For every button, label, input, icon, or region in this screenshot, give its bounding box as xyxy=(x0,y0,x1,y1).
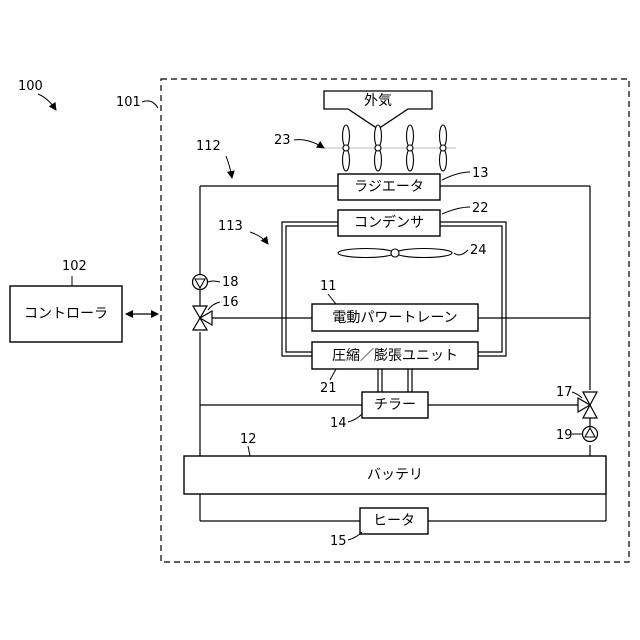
ref-battery: 12 xyxy=(240,432,257,447)
pump-right xyxy=(583,418,598,442)
ref-refrigerant-circuit: 113 xyxy=(218,219,243,234)
powertrain-label: 電動パワートレーン xyxy=(332,310,457,326)
radiator-fans xyxy=(324,125,456,171)
ref-powertrain: 11 xyxy=(320,279,337,294)
ref-controller: 102 xyxy=(62,259,87,274)
ref-valve-left: 16 xyxy=(222,295,239,310)
ref-fans: 23 xyxy=(274,133,291,148)
chiller-label: チラー xyxy=(374,397,416,413)
ref-vehicle-unit: 101 xyxy=(116,95,141,110)
ref-heater: 15 xyxy=(330,534,347,549)
ref-system: 100 xyxy=(18,79,43,94)
condenser-label: コンデンサ xyxy=(354,214,424,231)
ref-valve-right: 17 xyxy=(556,385,573,400)
fan-blade-3 xyxy=(407,125,414,171)
fan-blade-4 xyxy=(440,125,447,171)
battery-label: バッテリ xyxy=(367,467,423,483)
ref-chiller: 14 xyxy=(330,416,347,431)
fan-blade-2 xyxy=(375,125,382,171)
ref-blower: 24 xyxy=(470,243,487,258)
controller-label: コントローラ xyxy=(24,306,108,322)
pump-left xyxy=(193,275,208,307)
ref-pump-left: 18 xyxy=(222,275,239,290)
ref-radiator: 13 xyxy=(472,166,489,181)
valve-right xyxy=(578,392,597,418)
ref-condenser: 22 xyxy=(472,201,489,216)
compressor-expansion-label: 圧縮／膨張ユニット xyxy=(332,347,458,364)
radiator-label: ラジエータ xyxy=(354,179,424,195)
outside-air-label: 外気 xyxy=(364,93,392,109)
heater-label: ヒータ xyxy=(373,513,415,529)
fan-blade-1 xyxy=(343,125,350,171)
blower-fan xyxy=(338,249,452,258)
ref-pump-right: 19 xyxy=(556,428,573,443)
ref-coolant-circuit: 112 xyxy=(196,139,221,154)
ref-compressor-expansion: 21 xyxy=(320,381,337,396)
valve-left xyxy=(193,306,212,330)
